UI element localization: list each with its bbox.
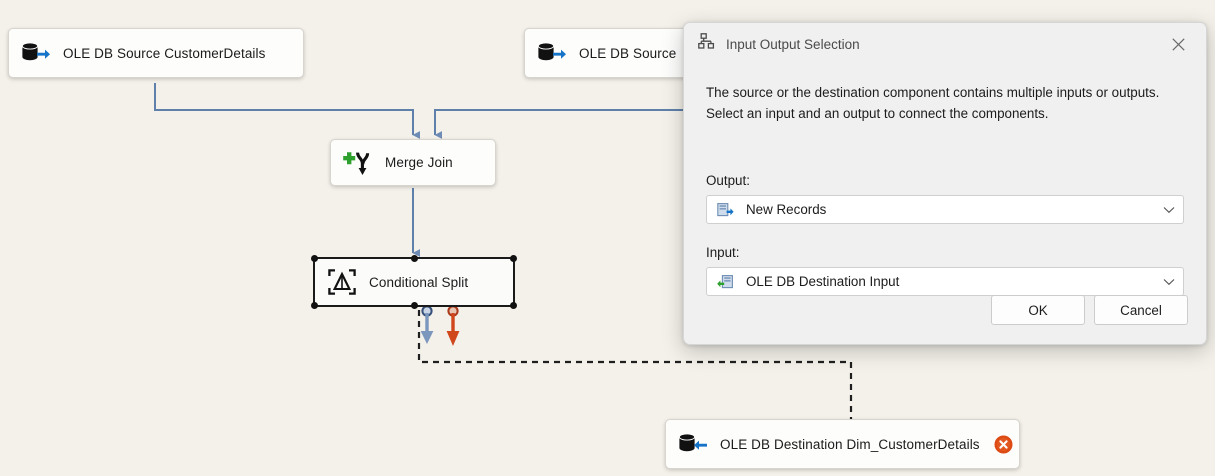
dialog-title: Input Output Selection (726, 36, 860, 52)
node-conditional-split[interactable]: Conditional Split (311, 255, 517, 309)
ole-db-source-icon (537, 38, 567, 68)
input-output-selection-dialog[interactable]: Input Output Selection The source or the… (683, 22, 1207, 345)
node-label: OLE DB Destination Dim_CustomerDetails (720, 436, 980, 452)
merge-join-icon (343, 148, 373, 178)
resize-handle-bottom-center[interactable] (410, 302, 418, 309)
dialog-description-line1: The source or the destination component … (706, 85, 1160, 100)
ole-db-source-icon (21, 38, 51, 68)
dialog-titlebar[interactable]: Input Output Selection (684, 23, 1206, 65)
node-label: Merge Join (385, 155, 453, 170)
node-label: OLE DB Source (579, 45, 677, 61)
ok-button[interactable]: OK (991, 295, 1085, 325)
resize-handle-top-right[interactable] (510, 255, 517, 262)
node-label: OLE DB Source CustomerDetails (63, 45, 266, 61)
conditional-split-icon (327, 267, 357, 297)
ole-db-destination-icon (678, 429, 708, 459)
resize-handle-top-center[interactable] (410, 255, 418, 262)
error-x-icon (980, 435, 1013, 454)
node-merge-join[interactable]: Merge Join (330, 139, 496, 186)
output-select-value: New Records (746, 202, 827, 217)
dialog-body: The source or the destination component … (684, 65, 1206, 296)
node-ole-db-source-customerdetails[interactable]: OLE DB Source CustomerDetails (8, 28, 304, 78)
node-label: Conditional Split (369, 274, 469, 290)
dialog-footer: OK Cancel (684, 276, 1206, 344)
resize-handle-top-left[interactable] (311, 255, 318, 262)
node-ole-db-destination-dim-customerdetails[interactable]: OLE DB Destination Dim_CustomerDetails (665, 419, 1020, 469)
output-field-label: Output: (706, 173, 750, 188)
resize-handle-bottom-right[interactable] (510, 302, 517, 309)
resize-handle-bottom-left[interactable] (311, 302, 318, 309)
input-path-icon (716, 273, 734, 291)
input-output-selection-icon (698, 33, 715, 55)
chevron-down-icon[interactable] (1163, 278, 1175, 286)
input-select[interactable]: OLE DB Destination Input (706, 267, 1184, 296)
output-select[interactable]: New Records (706, 195, 1184, 224)
dialog-description: The source or the destination component … (706, 65, 1184, 124)
close-icon[interactable] (1156, 26, 1200, 62)
input-select-value: OLE DB Destination Input (746, 274, 900, 289)
output-path-icon (716, 201, 734, 219)
cancel-button[interactable]: Cancel (1094, 295, 1188, 325)
input-field-label: Input: (706, 245, 740, 260)
chevron-down-icon[interactable] (1163, 206, 1175, 214)
dialog-description-line2: Select an input and an output to connect… (706, 106, 1049, 121)
